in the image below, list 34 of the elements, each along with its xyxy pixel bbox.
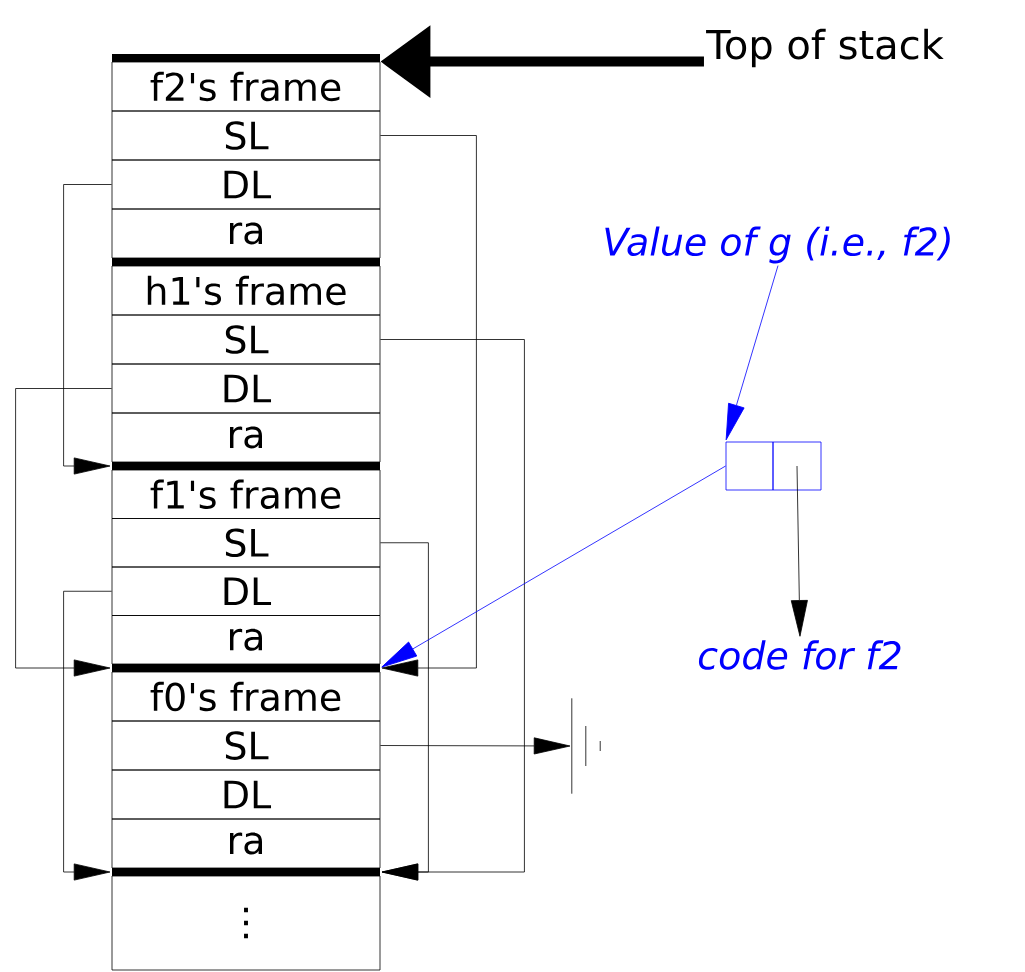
arrow (380, 542, 429, 881)
stack-cell: f1's frame (111, 469, 381, 519)
stack-cell: f0's frame (111, 671, 381, 722)
stack-cell: SL (111, 518, 381, 568)
closure-cell (725, 441, 774, 491)
stack-cell: h1's frame (111, 265, 381, 316)
stack-cell: ra (111, 615, 381, 665)
arrow (380, 737, 571, 755)
annotation-label: code for f2 (698, 640, 901, 670)
stack-cell: f2's frame (111, 61, 381, 112)
stack-cell: ra (111, 412, 381, 463)
ground-symbol (571, 697, 601, 795)
stack-cell: ra (111, 208, 381, 259)
stack-cell: ra (111, 818, 381, 869)
annotation-label: Value of g (i.e., f2) (605, 226, 950, 264)
frame-boundary-bar (112, 54, 380, 62)
arrow (15, 388, 112, 677)
stack-cell: DL (111, 363, 381, 414)
arrow (63, 590, 112, 881)
closure-cell (772, 441, 822, 491)
stack-cell: ⋮ (111, 875, 381, 971)
arrow (380, 135, 477, 677)
stack-cell: DL (111, 159, 381, 210)
top-of-stack-label: Top of stack (706, 28, 944, 68)
stack-cell: SL (111, 314, 381, 365)
arrow (381, 465, 726, 668)
stack-cell: DL (111, 769, 381, 820)
arrow (725, 265, 779, 441)
stack-cell: DL (111, 566, 381, 616)
stack-cell: SL (111, 720, 381, 771)
arrow (63, 184, 112, 475)
frame-boundary-bar (112, 258, 380, 266)
stack-cell: SL (111, 110, 381, 161)
arrow (790, 465, 808, 637)
